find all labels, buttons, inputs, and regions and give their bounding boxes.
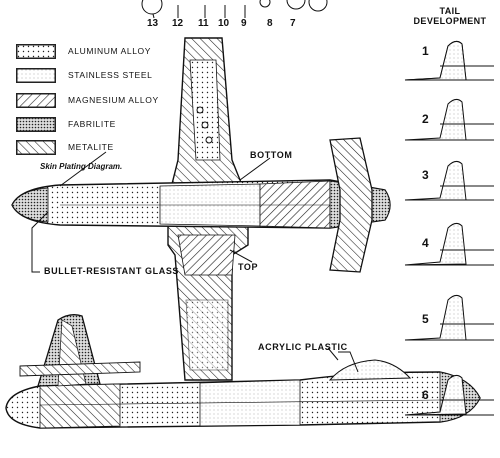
legend-item-stainless: STAINLESS STEEL	[16, 68, 196, 84]
callout-bottom: BOTTOM	[250, 150, 293, 160]
legend-item-aluminum: ALUMINUM ALLOY	[16, 44, 196, 60]
legend-item-metalite: METALITE	[16, 140, 196, 156]
legend-label: STAINLESS STEEL	[68, 70, 153, 80]
top-callout-leaders	[141, 0, 328, 19]
side-view-tail	[19, 314, 141, 387]
metalite-swatch-icon	[16, 140, 56, 155]
callout-bullet-glass: BULLET-RESISTANT GLASS	[44, 266, 180, 276]
fabrilite-swatch-icon	[16, 117, 56, 132]
ref-number: 11	[198, 18, 209, 29]
tail-title-line2: DEVELOPMENT	[413, 16, 487, 26]
tail-number: 6	[422, 388, 429, 402]
ref-number: 9	[241, 18, 247, 29]
aluminum-swatch-icon	[16, 44, 56, 59]
legend-label: FABRILITE	[68, 119, 116, 129]
legend-label: METALITE	[68, 142, 114, 152]
callout-leaders	[31, 151, 359, 373]
diagram-caption: Skin Plating Diagram.	[40, 162, 123, 171]
ref-number: 10	[218, 18, 230, 29]
tail-number: 3	[422, 168, 429, 182]
tail-number: 5	[422, 312, 429, 326]
ref-number: 12	[172, 18, 184, 29]
tail-thumbnails	[404, 40, 494, 416]
tail-number: 2	[422, 112, 429, 126]
tail-number: 4	[422, 236, 429, 250]
plan-view-fuselage	[11, 179, 391, 229]
ref-number: 8	[267, 18, 273, 29]
stainless-swatch-icon	[16, 68, 56, 83]
ref-number: 13	[147, 18, 159, 29]
tail-title-line1: TAIL	[439, 6, 461, 16]
magnesium-swatch-icon	[16, 93, 56, 108]
legend-label: ALUMINUM ALLOY	[68, 46, 152, 56]
legend-item-fabrilite: FABRILITE	[16, 117, 196, 133]
legend-item-magnesium: MAGNESIUM ALLOY	[16, 93, 196, 109]
ref-number: 7	[290, 18, 296, 29]
callout-top: TOP	[238, 262, 259, 272]
legend-label: MAGNESIUM ALLOY	[68, 95, 159, 105]
tail-development-title: TAIL DEVELOPMENT	[410, 6, 490, 26]
plan-view-tailplane	[329, 137, 373, 273]
callout-acrylic: ACRYLIC PLASTIC	[258, 342, 348, 352]
tail-number: 1	[422, 44, 429, 58]
